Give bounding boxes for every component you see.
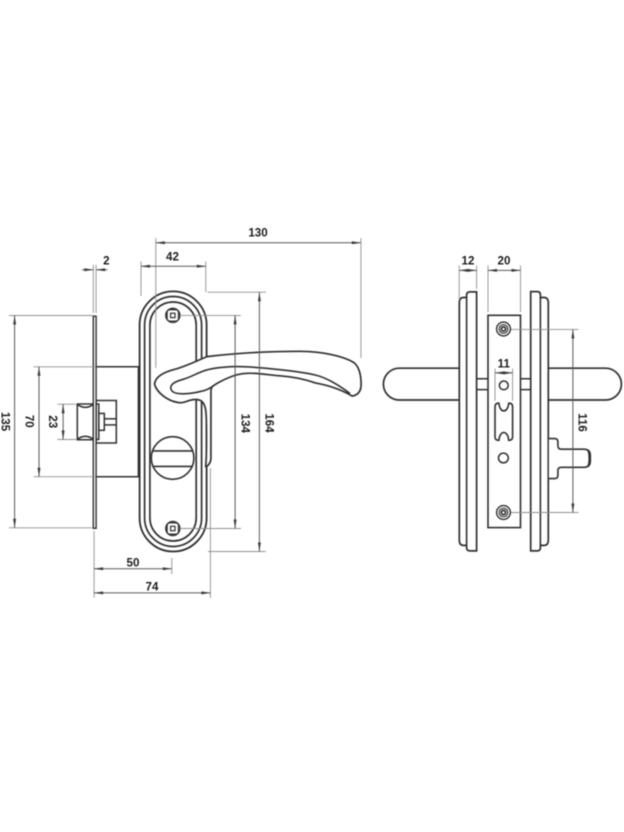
svg-text:135: 135 [0,412,12,432]
svg-text:70: 70 [23,415,36,428]
svg-text:134: 134 [238,414,251,434]
svg-text:11: 11 [498,357,511,370]
svg-text:20: 20 [498,255,511,268]
svg-text:74: 74 [146,581,159,594]
svg-text:42: 42 [166,250,179,263]
svg-text:50: 50 [127,556,140,569]
svg-text:164: 164 [263,413,276,433]
svg-text:116: 116 [576,413,589,432]
svg-text:23: 23 [46,415,59,428]
svg-text:2: 2 [103,255,109,268]
svg-text:130: 130 [248,227,267,240]
svg-text:12: 12 [462,255,475,268]
